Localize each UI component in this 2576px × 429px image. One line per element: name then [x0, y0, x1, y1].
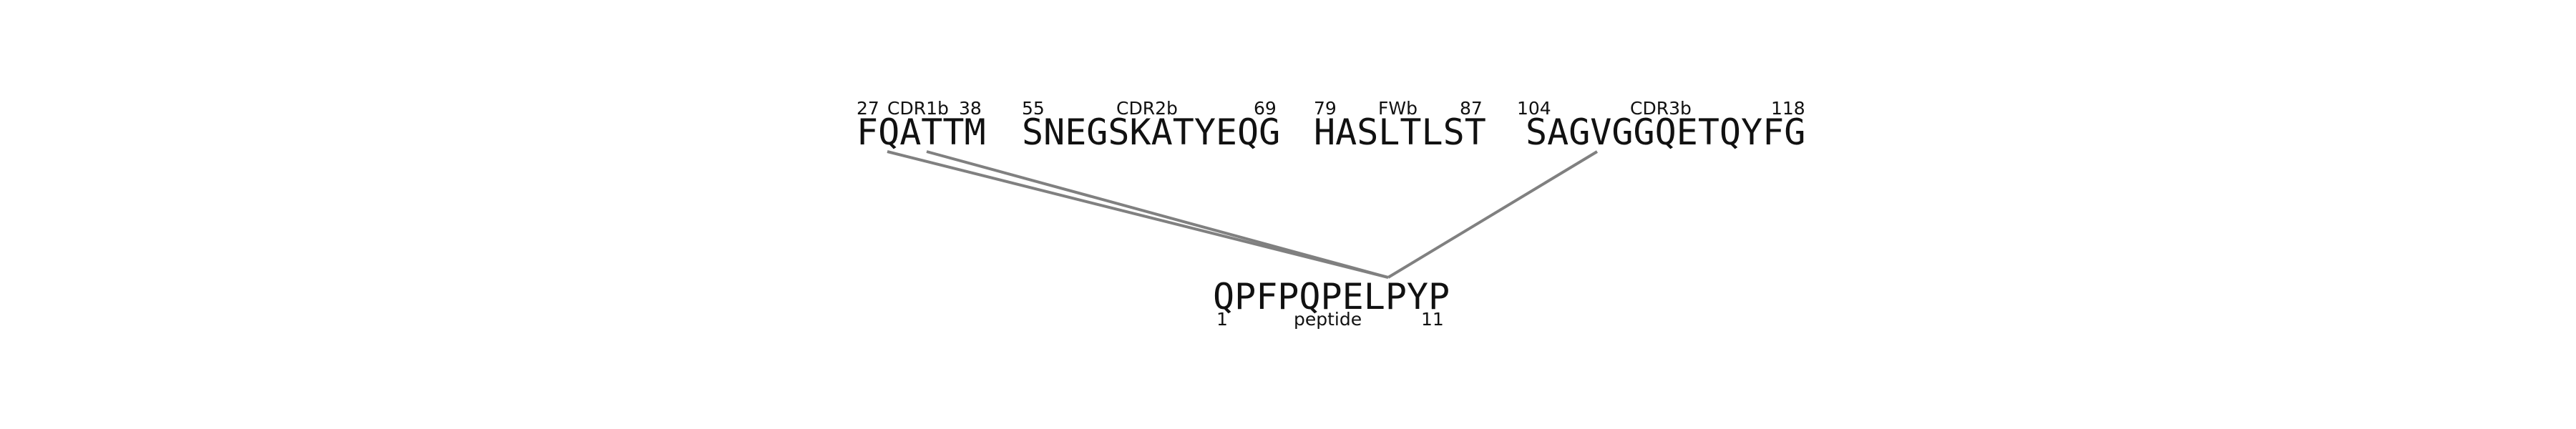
segment-end-number: 69	[1254, 98, 1277, 119]
segment-fwb: 79 FWb 87 HASLTLST	[1314, 98, 1486, 153]
segment-end-number: 118	[1771, 98, 1805, 119]
segment-cdr3b: 104 CDR3b 118 SAGVGGQETQYFG	[1517, 98, 1805, 153]
peptide-start-number: 1	[1216, 309, 1228, 330]
contact-line-cdr1b-a	[887, 150, 1389, 279]
segment-start-number: 79	[1314, 98, 1337, 119]
segment-end-number: 38	[959, 98, 982, 119]
peptide-sequence: QPFPQPELPYP	[1213, 276, 1450, 317]
peptide-label: peptide	[1294, 309, 1362, 330]
segment-region-label: CDR1b	[887, 98, 949, 119]
segment-region-label: CDR3b	[1630, 98, 1692, 119]
segment-sequence: FQATTM	[857, 112, 986, 153]
segment-start-number: 55	[1022, 98, 1045, 119]
segment-start-number: 104	[1517, 98, 1551, 119]
contact-line-cdr1b-b	[926, 150, 1389, 279]
peptide: QPFPQPELPYP 1 peptide 11	[1213, 276, 1450, 330]
segment-sequence: SNEGSKATYEQG	[1022, 112, 1280, 153]
segment-sequence: SAGVGGQETQYFG	[1526, 112, 1805, 153]
segment-end-number: 87	[1460, 98, 1483, 119]
segment-region-label: CDR2b	[1116, 98, 1178, 119]
peptide-end-number: 11	[1421, 309, 1444, 330]
segment-start-number: 27	[857, 98, 879, 119]
contact-lines	[887, 150, 1599, 279]
segment-cdr2b: 55 CDR2b 69 SNEGSKATYEQG	[1022, 98, 1280, 153]
segment-cdr1b: 27 CDR1b 38 FQATTM	[857, 98, 986, 153]
segment-region-label: FWb	[1378, 98, 1418, 119]
contact-line-cdr3b	[1387, 150, 1599, 279]
segment-sequence: HASLTLST	[1314, 112, 1486, 153]
